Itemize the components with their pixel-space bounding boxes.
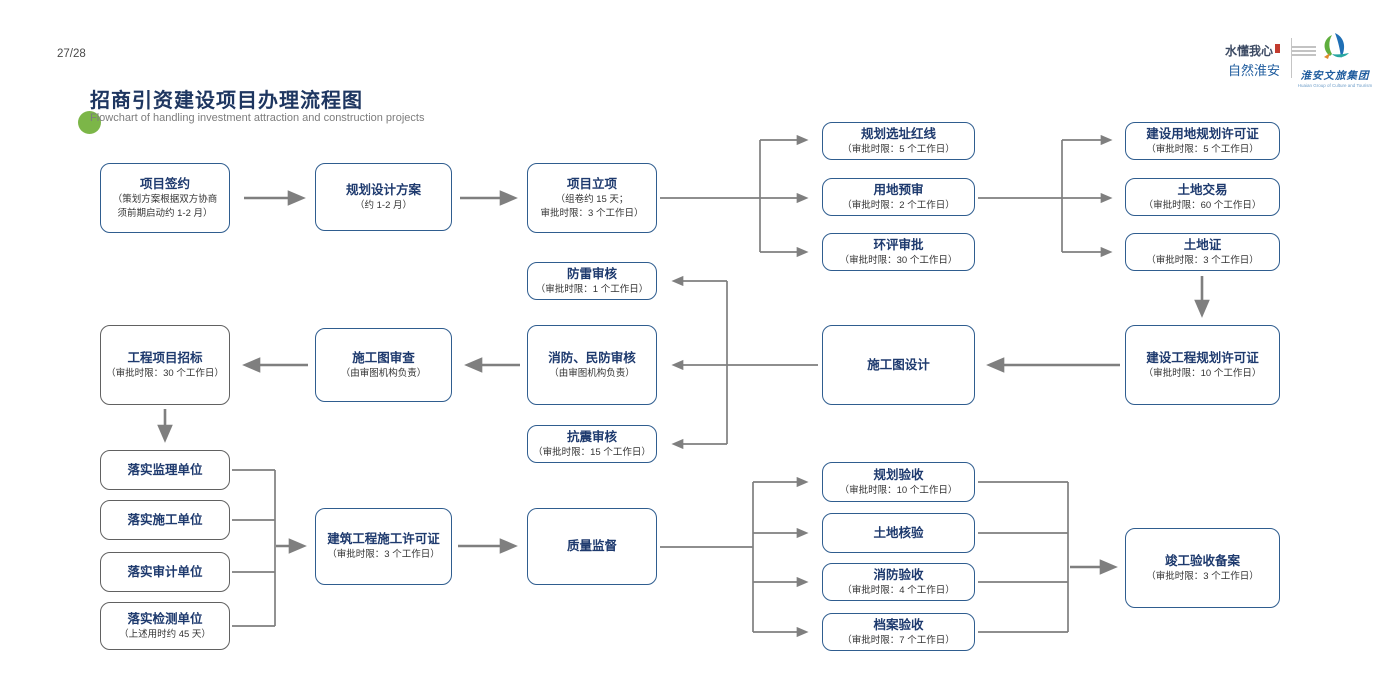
node-land-certificate: 土地证 （审批时限：3 个工作日） (1125, 233, 1280, 271)
node-completion-filing: 竣工验收备案 （审批时限：3 个工作日） (1125, 528, 1280, 608)
fine-print-lines (1292, 46, 1316, 58)
node-fire-civil-review: 消防、民防审核 （由审图机构负责） (527, 325, 657, 405)
page-subtitle: Flowchart of handling investment attract… (90, 112, 425, 124)
node-quality-supervision: 质量监督 (527, 508, 657, 585)
page-number: 27/28 (57, 48, 86, 60)
node-eia-approval: 环评审批 （审批时限：30 个工作日） (822, 233, 975, 271)
green-dot-accent (78, 111, 101, 134)
slogan-sub-text: 自然淮安 (1227, 63, 1280, 78)
node-fire-acceptance: 消防验收 （审批时限：4 个工作日） (822, 563, 975, 601)
node-site-red-line: 规划选址红线 （审批时限：5 个工作日） (822, 122, 975, 160)
group-name-text: 淮安文旅集团 (1300, 70, 1370, 82)
node-drawing-design: 施工图设计 (822, 325, 975, 405)
slogan-main-text: 水懂我心 (1224, 44, 1273, 58)
node-land-use-permit: 建设用地规划许可证 （审批时限：5 个工作日） (1125, 122, 1280, 160)
page-title: 招商引资建设项目办理流程图 (90, 90, 363, 112)
node-land-transaction: 土地交易 （审批时限：60 个工作日） (1125, 178, 1280, 216)
node-project-bidding: 工程项目招标 （审批时限：30 个工作日） (100, 325, 230, 405)
node-planning-design: 规划设计方案 （约 1-2 月） (315, 163, 452, 231)
node-project-approval: 项目立项 （组卷约 15 天； 审批时限：3 个工作日） (527, 163, 657, 233)
node-lightning-review: 防雷审核 （审批时限：1 个工作日） (527, 262, 657, 300)
node-project-signing: 项目签约 （策划方案根据双方协商 须前期启动约 1-2 月） (100, 163, 230, 233)
node-construction-planning-permit: 建设工程规划许可证 （审批时限：10 个工作日） (1125, 325, 1280, 405)
node-construction-permit: 建筑工程施工许可证 （审批时限：3 个工作日） (315, 508, 452, 585)
node-archive-acceptance: 档案验收 （审批时限：7 个工作日） (822, 613, 975, 651)
node-audit-unit: 落实审计单位 (100, 552, 230, 592)
node-seismic-review: 抗震审核 （审批时限：15 个工作日） (527, 425, 657, 463)
group-logo: 淮安文旅集团 Huaian Group of Culture and Touri… (1296, 32, 1374, 88)
red-seal-icon (1275, 44, 1280, 53)
node-construction-unit: 落实施工单位 (100, 500, 230, 540)
node-drawing-review: 施工图审查 （由审图机构负责） (315, 328, 452, 402)
node-land-pre-review: 用地预审 （审批时限：2 个工作日） (822, 178, 975, 216)
node-planning-acceptance: 规划验收 （审批时限：10 个工作日） (822, 462, 975, 502)
header-logos: 水懂我心 自然淮安 淮安文旅集团 Huaian Group of Culture… (1188, 32, 1388, 90)
node-testing-unit: 落实检测单位 （上述用时约 45 天） (100, 602, 230, 650)
node-land-verification: 土地核验 (822, 513, 975, 553)
group-caption-text: Huaian Group of Culture and Tourism (1297, 83, 1373, 88)
logo-divider (1291, 38, 1292, 78)
node-supervision-unit: 落实监理单位 (100, 450, 230, 490)
slogan-logo: 水懂我心 自然淮安 (1225, 42, 1280, 79)
group-emblem-icon (1324, 33, 1349, 59)
